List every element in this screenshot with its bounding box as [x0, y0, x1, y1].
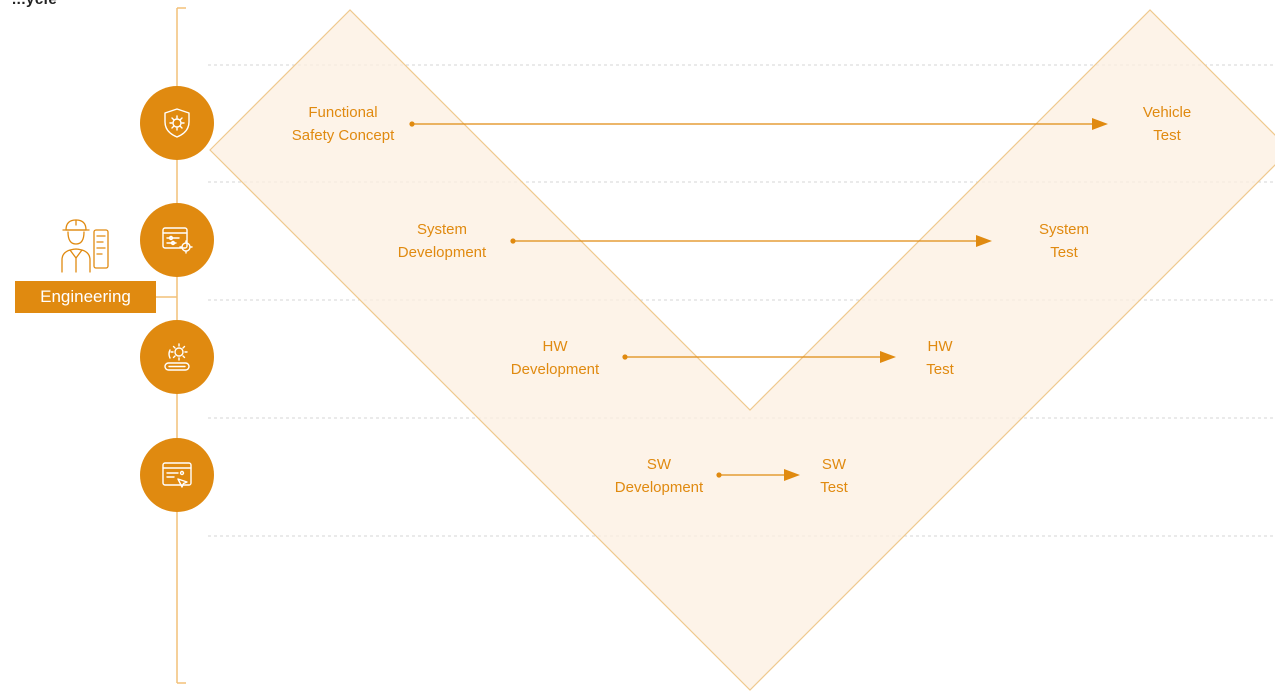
stage-3-icon-circle: [140, 320, 214, 394]
stage-1-left-line1: Functional: [308, 104, 378, 121]
arrow-stage-4: [716, 469, 800, 481]
arrow-stage-2: [510, 235, 992, 247]
stage-3-right-line1: HW: [927, 338, 953, 355]
stage-2-left-line2: Development: [397, 244, 487, 261]
stage-1-left-label: Functional Safety Concept: [292, 101, 395, 147]
window-settings-icon: [162, 227, 193, 254]
stage-2-left-line1: System: [416, 221, 468, 238]
stage-1-right-label: Vehicle Test: [1143, 101, 1191, 147]
stage-1-right-line2: Test: [1153, 127, 1181, 144]
stage-4-icon-circle: [140, 438, 214, 512]
stage-1-left-line2: Safety Concept: [291, 127, 395, 144]
stage-1-icon-circle: [140, 86, 214, 160]
engineering-badge: Engineering: [15, 281, 156, 313]
stage-2-right-label: System Test: [1039, 218, 1089, 264]
stage-3-left-label: HW Development: [511, 335, 599, 381]
stage-3-right-line2: Test: [926, 361, 954, 378]
stage-4-left-line2: Development: [614, 479, 704, 496]
stage-arrows: [409, 118, 1108, 481]
engineer-icon: [61, 219, 109, 273]
stage-1-right-line1: Vehicle: [1142, 104, 1192, 121]
stage-3-left-line2: Development: [510, 361, 600, 378]
code-window-icon: [162, 462, 192, 488]
arrow-stage-1: [409, 118, 1108, 130]
stage-4-left-line1: SW: [646, 456, 672, 473]
stage-2-right-line2: Test: [1050, 244, 1078, 261]
header-cut-text: ...ycle: [12, 0, 57, 8]
stage-4-right-label: SW Test: [820, 453, 848, 499]
arrow-stage-3: [622, 351, 896, 363]
shield-gear-icon: [164, 108, 190, 138]
v-shape: [209, 9, 1275, 691]
stage-2-left-label: System Development: [398, 218, 486, 264]
stage-2-icon-circle: [140, 203, 214, 277]
stage-3-left-line1: HW: [542, 338, 568, 355]
stage-3-right-label: HW Test: [926, 335, 954, 381]
stage-4-right-line1: SW: [821, 456, 847, 473]
stage-2-right-line1: System: [1038, 221, 1090, 238]
stage-4-left-label: SW Development: [615, 453, 703, 499]
stage-4-right-line2: Test: [820, 479, 848, 496]
gear-chip-icon: [164, 343, 190, 371]
